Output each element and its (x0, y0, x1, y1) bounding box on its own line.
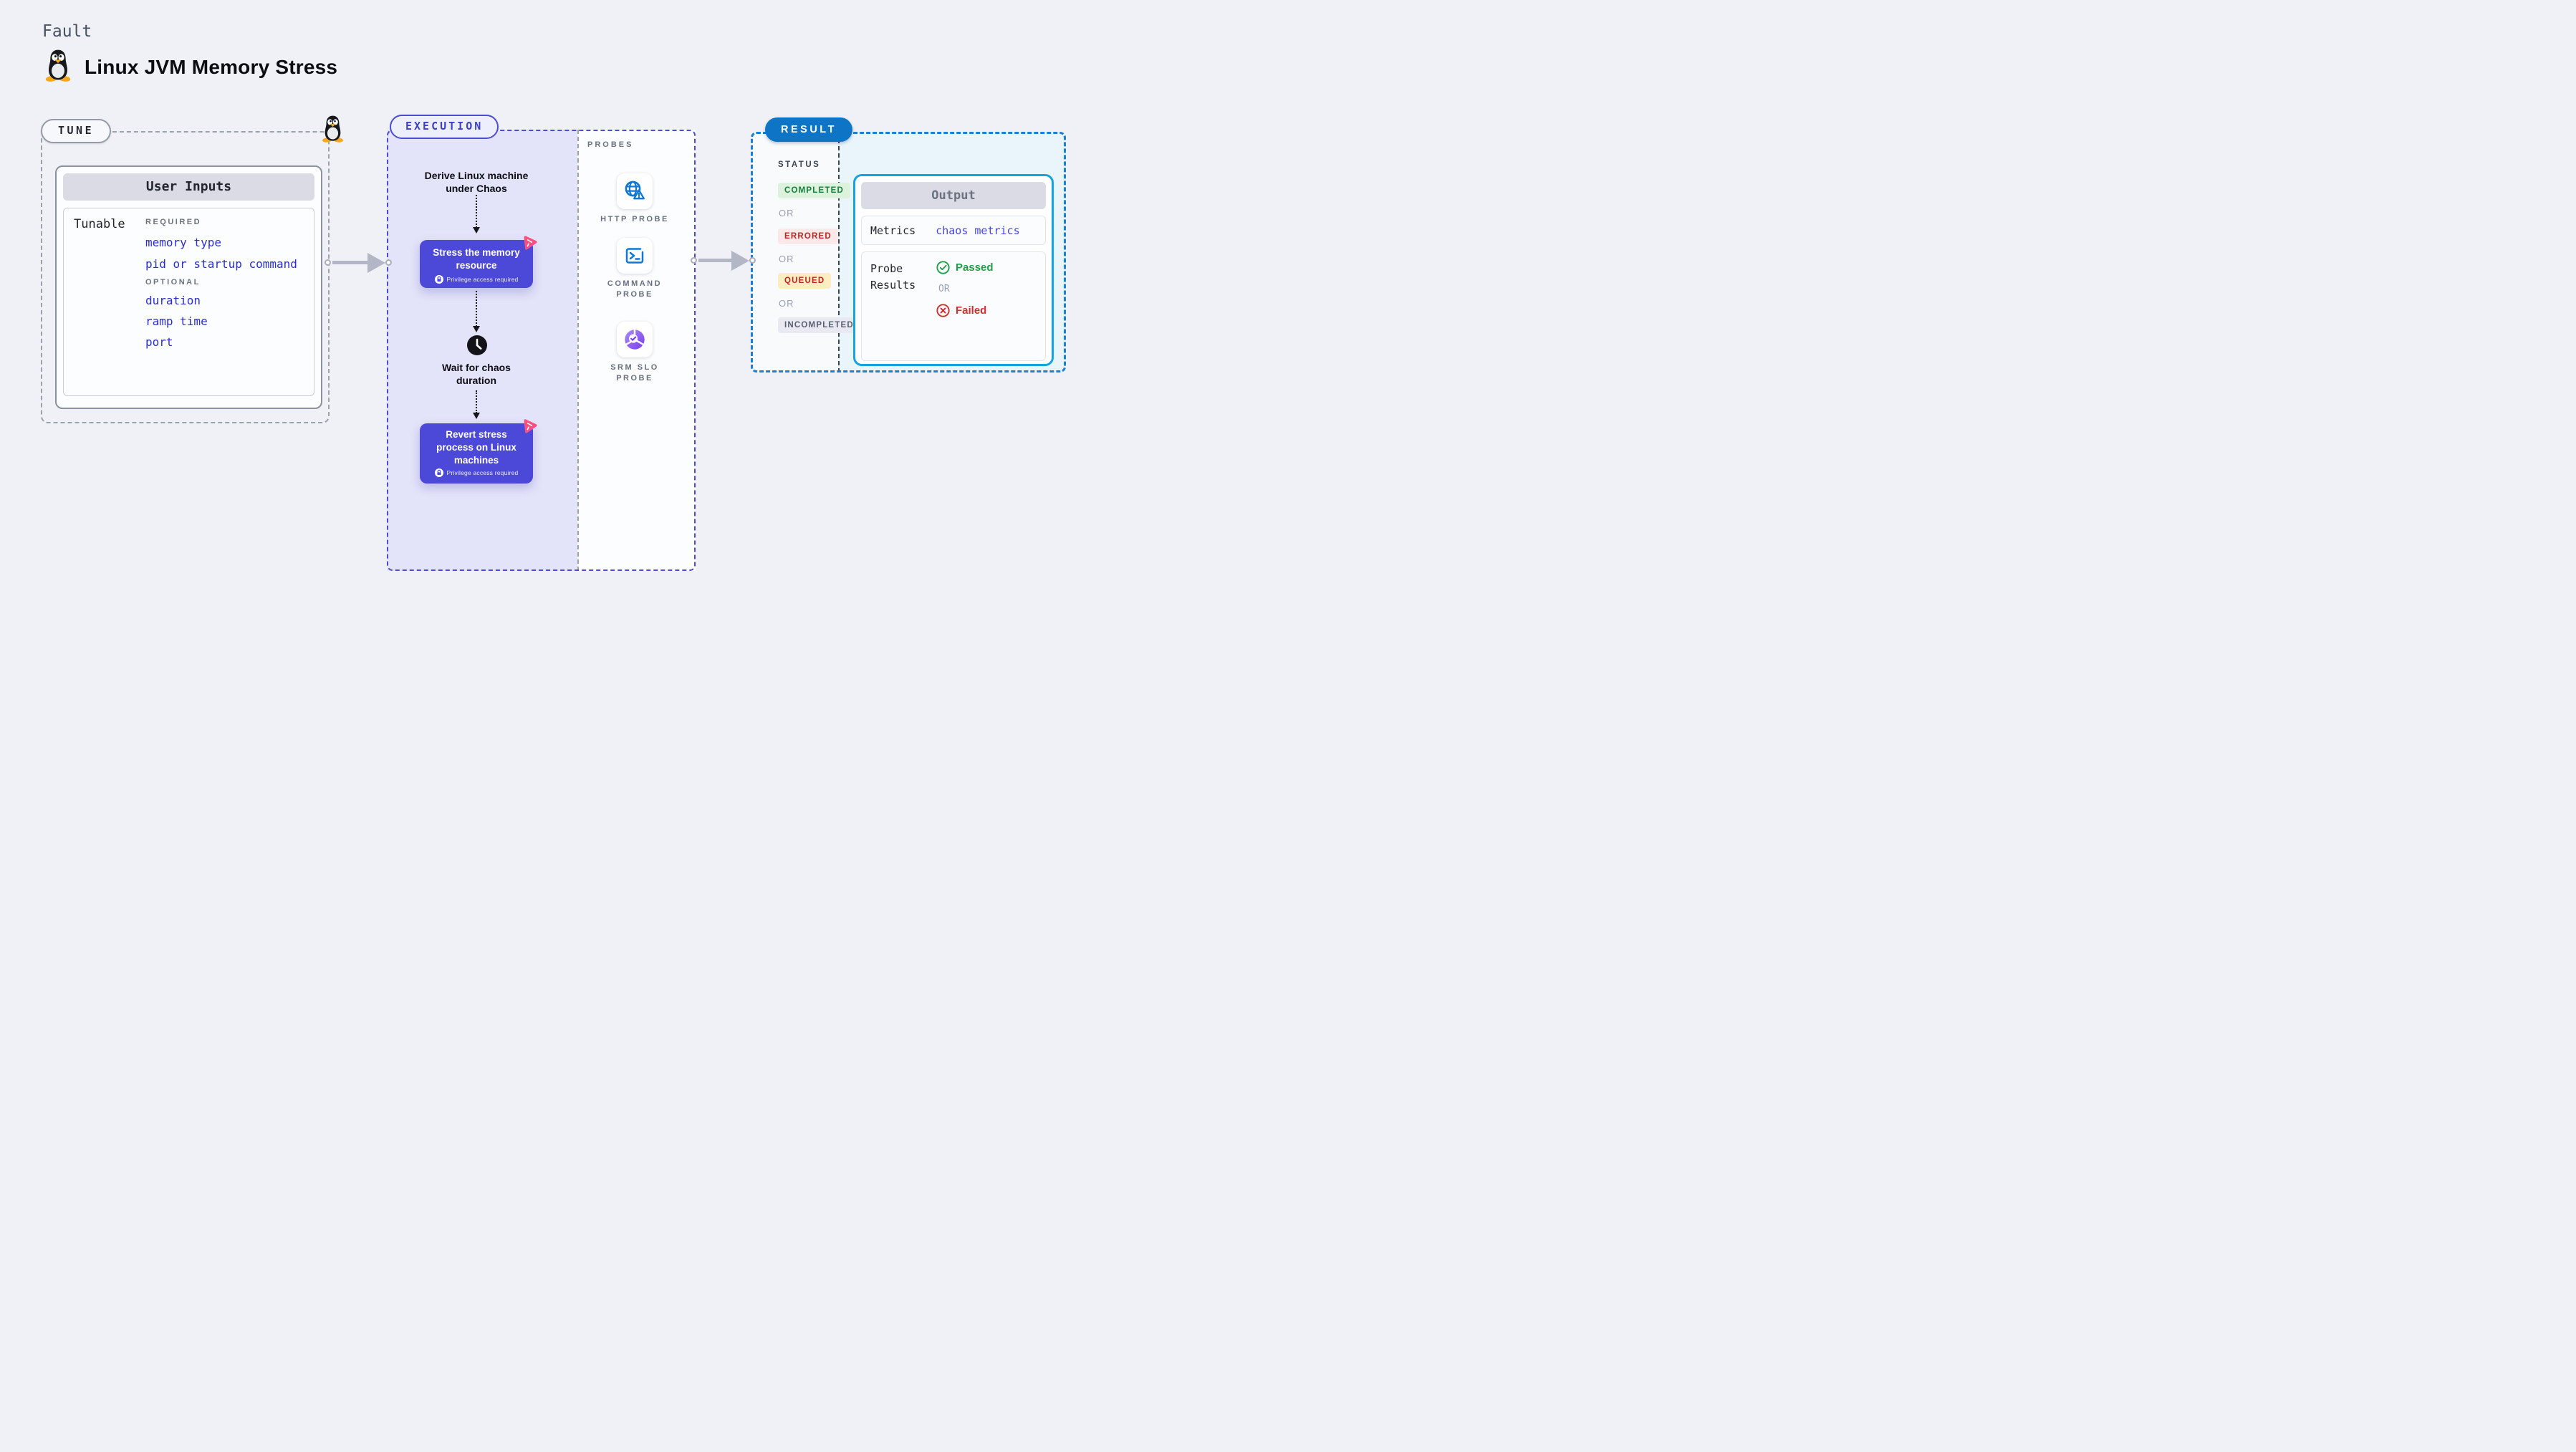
tunable-label: Tunable (74, 217, 125, 231)
status-label: STATUS (778, 160, 821, 169)
derive-step-label: Derive Linux machine under Chaos (424, 170, 529, 195)
probe-results-label: Probe Results (870, 262, 916, 292)
fault-diagram-canvas: Fault Linux JVM Memory Stress TUNE User … (0, 0, 1103, 622)
result-section-box (751, 132, 1066, 372)
dotted-arrow-down-icon (472, 291, 480, 332)
revert-step-box[interactable]: Revert stress process on Linux machines … (420, 423, 533, 484)
connector-dot (691, 257, 697, 264)
result-pill: RESULT (765, 117, 852, 142)
status-badge-completed: COMPLETED (778, 183, 850, 198)
srm-slo-probe-card[interactable] (617, 322, 653, 357)
arrow-tune-to-execution (325, 252, 392, 274)
metrics-label: Metrics (870, 223, 916, 237)
user-inputs-body: Tunable REQUIRED memory type pid or star… (63, 208, 314, 396)
or-separator: OR (779, 254, 794, 264)
or-separator: OR (779, 298, 794, 309)
user-inputs-header: User Inputs (63, 173, 314, 201)
globe-warning-icon (625, 181, 645, 200)
arrowhead-icon (367, 253, 385, 273)
probes-divider (577, 130, 579, 571)
passed-label: Passed (956, 261, 994, 274)
chaos-experiment-icon (524, 419, 537, 433)
optional-group-label: OPTIONAL (145, 278, 201, 287)
check-circle-icon (936, 261, 950, 274)
slo-donut-check-icon (625, 329, 645, 350)
arrow-execution-to-result (691, 250, 756, 271)
user-inputs-card: User Inputs Tunable REQUIRED memory type… (55, 165, 322, 409)
input-link-ramp-time[interactable]: ramp time (145, 314, 208, 328)
status-badge-queued: QUEUED (778, 273, 832, 289)
input-link-memory-type[interactable]: memory type (145, 236, 221, 249)
lock-icon (434, 468, 443, 478)
command-probe-label: COMMAND PROBE (607, 279, 663, 299)
wait-clock-icon (467, 335, 487, 355)
status-badge-errored: ERRORED (778, 229, 838, 244)
metrics-row: Metrics chaos metrics (861, 216, 1046, 245)
dotted-arrow-down-icon (472, 390, 480, 419)
http-probe-card[interactable] (617, 173, 653, 209)
input-link-duration[interactable]: duration (145, 294, 201, 307)
input-link-pid-or-startup-command[interactable]: pid or startup command (145, 257, 297, 271)
fault-eyebrow: Fault (42, 22, 92, 41)
command-probe-card[interactable] (617, 238, 653, 274)
revert-step-label: Revert stress process on Linux machines (436, 429, 516, 466)
execution-pill: EXECUTION (390, 115, 499, 139)
lock-icon (434, 274, 443, 284)
required-group-label: REQUIRED (145, 218, 202, 226)
chaos-experiment-icon (524, 236, 537, 250)
x-circle-icon (936, 304, 950, 317)
probe-results-row: Probe Results Passed OR Failed (861, 251, 1046, 361)
execution-section-box (387, 130, 696, 571)
wait-step-label: Wait for chaos duration (442, 362, 511, 387)
stress-step-box[interactable]: Stress the memory resource Privilege acc… (420, 240, 533, 288)
input-link-port[interactable]: port (145, 335, 173, 349)
metrics-value-link[interactable]: chaos metrics (936, 223, 1020, 237)
connector-dot (749, 257, 756, 264)
tune-section-box (41, 131, 330, 423)
tux-penguin-icon (322, 115, 343, 143)
privilege-note: Privilege access required (446, 275, 519, 283)
arrowhead-icon (731, 251, 749, 271)
status-badge-incompleted: INCOMPLETED (778, 317, 860, 333)
stress-step-label: Stress the memory resource (433, 247, 520, 271)
srm-slo-probe-label: SRM SLO PROBE (610, 363, 659, 383)
probes-section-label: PROBES (587, 140, 634, 149)
or-separator: OR (938, 284, 950, 294)
page-title: Linux JVM Memory Stress (85, 56, 338, 78)
output-card: Output Metrics chaos metrics Probe Resul… (853, 174, 1054, 366)
connector-dot (325, 259, 331, 266)
failed-label: Failed (956, 304, 987, 317)
http-probe-label: HTTP PROBE (600, 215, 669, 223)
terminal-icon (625, 248, 644, 264)
tune-pill: TUNE (41, 119, 112, 143)
result-divider (838, 132, 840, 372)
dotted-arrow-down-icon (472, 195, 480, 234)
tux-penguin-icon (45, 49, 71, 82)
privilege-note: Privilege access required (446, 469, 519, 477)
or-separator: OR (779, 208, 794, 218)
connector-dot (385, 259, 392, 266)
output-header: Output (861, 182, 1046, 209)
